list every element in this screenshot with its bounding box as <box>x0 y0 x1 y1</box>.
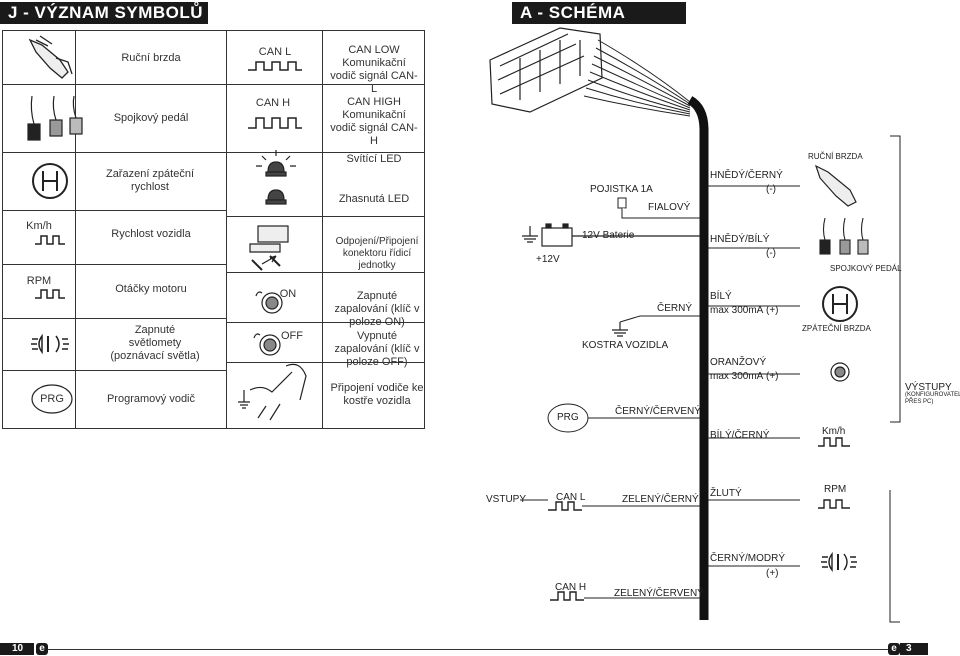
can-l-icon-text: CAN L <box>258 46 292 58</box>
led-on-icon <box>256 150 296 177</box>
handbrake-output-label: RUČNÍ BRZDA <box>808 152 863 161</box>
battery-label: 12V Baterie <box>582 230 635 241</box>
key-off-icon <box>253 333 281 356</box>
footer-rule <box>48 649 888 650</box>
plus12-label: +12V <box>536 254 560 265</box>
can-h-icon-text: CAN H <box>255 97 291 109</box>
key-on-icon-text: ON <box>279 288 297 300</box>
key-on-desc: Zapnuté zapalování (klíč v poloze ON) <box>334 290 420 328</box>
row-headlights-desc: Zapnuté světlomety (poznávací světla) <box>110 324 200 362</box>
can-l-label: CAN L <box>556 492 586 503</box>
connector-icon <box>249 225 289 271</box>
rpm-output-label: RPM <box>824 484 847 495</box>
main-connector <box>489 27 603 113</box>
pulse-signal-icon <box>35 289 65 299</box>
led-off-desc: Zhasnutá LED <box>338 193 410 205</box>
led-on-desc: Svítící LED <box>346 153 402 165</box>
logo-icon: e <box>36 643 48 655</box>
key-off-desc: Vypnuté zapalování (klíč v poloze OFF) <box>334 330 420 368</box>
white-wire-label: BÍLÝ <box>710 291 732 302</box>
row-handbrake-desc: Ruční brzda <box>121 52 181 64</box>
ground-desc: Připojení vodiče ke kostře vozidla <box>330 382 424 407</box>
black-wire-label: ČERNÝ <box>657 303 693 314</box>
inputs-label: VSTUPY <box>486 494 527 505</box>
orange-wire-label: ORANŽOVÝ <box>710 357 767 368</box>
can-l-signal-icon <box>548 501 582 511</box>
max-current-label: max 300mA <box>710 305 764 316</box>
clutch-pedal-icon <box>819 217 869 255</box>
row-clutch-desc: Spojkový pedál <box>113 112 189 124</box>
can-l-signal-icon <box>248 61 302 71</box>
clutch-pedal-icon <box>27 95 83 141</box>
key-off-icon-text: OFF <box>281 330 303 342</box>
minus-label: (-) <box>766 184 776 195</box>
minus-label: (-) <box>766 248 776 259</box>
ground-icon <box>522 226 628 337</box>
right-page-number-bar: 3 <box>900 643 928 655</box>
left-section-title: J - VÝZNAM SYMBOLŮ <box>0 2 208 24</box>
connector-desc: Odpojení/Připojení konektoru řídicí jedn… <box>335 236 419 271</box>
headlight-icon <box>31 333 69 355</box>
prg-oval-icon <box>31 384 73 414</box>
pulse-signal-icon <box>818 437 850 509</box>
speed-output-label: Km/h <box>822 426 846 437</box>
handbrake-icon <box>28 35 73 79</box>
can-h-label: CAN H <box>555 582 587 593</box>
black-red-wire-label: ČERNÝ/ČERVENÝ <box>615 406 701 417</box>
white-black-wire-label: BÍLÝ/ČERNÝ <box>710 430 770 441</box>
logo-icon: e <box>888 643 900 655</box>
can-h-signal-icon <box>248 117 302 129</box>
yellow-wire-label: ŽLUTÝ <box>710 488 742 499</box>
max-current-label: max 300mA <box>710 371 764 382</box>
black-blue-wire-label: ČERNÝ/MODRÝ <box>710 553 786 564</box>
gear-shift-icon <box>32 163 68 199</box>
row-reverse-desc: Zařazení zpáteční rychlost <box>105 168 195 193</box>
handbrake-icon <box>814 164 857 207</box>
brown-black-wire-label: HNĚDÝ/ČERNÝ <box>710 170 783 181</box>
can-l-desc: CAN LOW Komunikační vodič signál CAN-L <box>330 44 418 95</box>
outputs-config-label: (KONFIGUROVATELNÉ PŘES PC) <box>905 392 960 405</box>
reverse-output-label: ZPÁTEČNÍ BRZDA <box>802 324 871 333</box>
outputs-label: VÝSTUPY <box>905 382 952 393</box>
green-red-wire-label: ZELENÝ/ČERVENÝ <box>614 588 704 599</box>
plus-label: (+) <box>766 305 779 316</box>
page-number: 3 <box>906 643 912 654</box>
plus-label: (+) <box>766 568 779 579</box>
key-on-icon <box>255 291 283 314</box>
row-rpm-desc: Otáčky motoru <box>115 283 187 295</box>
row-prg-desc: Programový vodič <box>106 393 196 405</box>
plus-label: (+) <box>766 371 779 382</box>
violet-wire-label: FIALOVÝ <box>648 202 691 213</box>
brown-white-wire-label: HNĚDÝ/BÍLÝ <box>710 234 770 245</box>
clutch-output-label: SPOJKOVÝ PEDÁL <box>830 264 902 273</box>
row-rpm-icon-text: RPM <box>26 275 52 287</box>
gear-shift-icon <box>822 286 858 322</box>
row-speed-icon-text: Km/h <box>26 220 52 232</box>
ground-connection-icon <box>238 363 307 421</box>
led-off-icon <box>265 189 287 205</box>
row-prg-icon-text: PRG <box>40 393 64 405</box>
left-page-number-bar: 10 <box>0 643 34 655</box>
prg-label: PRG <box>557 412 579 423</box>
key-icon <box>830 362 850 382</box>
fuse-label: POJISTKA 1A <box>590 184 653 195</box>
headlight-icon <box>821 551 857 573</box>
green-black-wire-label: ZELENÝ/ČERNÝ <box>622 494 699 505</box>
vehicle-ground-label: KOSTRA VOZIDLA <box>582 340 669 351</box>
fuse-icon <box>617 197 700 219</box>
can-h-signal-icon <box>550 591 584 601</box>
row-speed-desc: Rychlost vozidla <box>111 228 191 240</box>
right-section-title: A - SCHÉMA ZAPOJENÍ <box>512 2 686 44</box>
can-h-desc: CAN HIGH Komunikační vodič signál CAN-H <box>330 96 418 147</box>
pulse-signal-icon <box>35 235 65 245</box>
page-number: 10 <box>12 643 24 654</box>
battery-icon <box>541 223 700 247</box>
